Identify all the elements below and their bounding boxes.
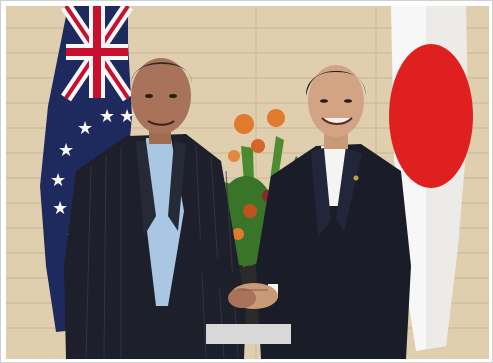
handshake	[228, 283, 278, 309]
svg-text:★: ★	[58, 140, 74, 161]
scene: ★ ★ ★ ★ ★ ★ ★	[6, 6, 489, 359]
svg-text:★: ★	[77, 118, 93, 139]
face-right	[308, 65, 364, 137]
face-left	[131, 58, 191, 134]
person-left	[64, 58, 246, 359]
svg-text:★: ★	[52, 198, 68, 219]
svg-text:★: ★	[99, 106, 115, 127]
svg-text:★: ★	[50, 170, 66, 191]
person-right	[256, 65, 411, 359]
japan-flag	[389, 6, 473, 351]
lapel-pin	[353, 175, 359, 181]
table-edge	[206, 324, 291, 344]
japan-flag-sun	[389, 44, 473, 188]
svg-text:★: ★	[119, 106, 135, 127]
photograph: ★ ★ ★ ★ ★ ★ ★	[6, 6, 489, 359]
union-jack-canton	[61, 6, 133, 102]
